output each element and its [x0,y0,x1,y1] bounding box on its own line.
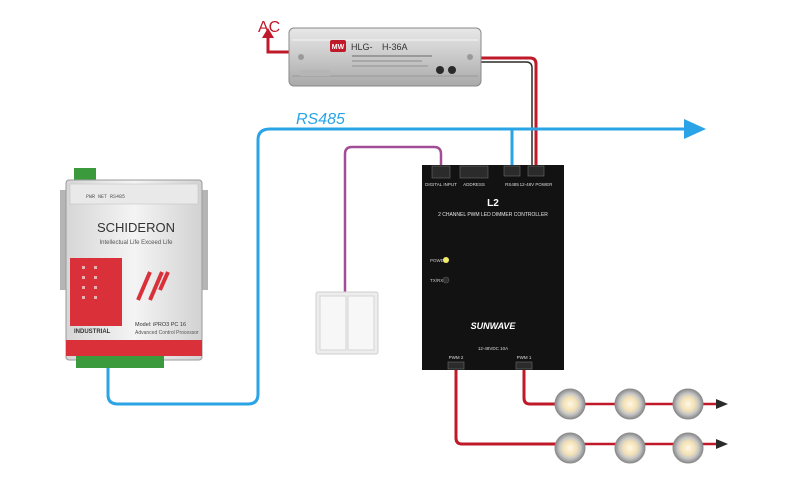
gateway-bottom-terminal [76,356,164,368]
psu-brand: MW [332,44,345,51]
output-wire-pwm2 [454,368,560,446]
port-digital-input-label: DIGITAL INPUT [425,182,457,187]
ac-arrow-icon [262,28,274,38]
port-rs485-label: RS485 [505,182,519,187]
controller-rating: 12-48VDC 10A [478,346,508,351]
ac-label: AC [258,19,280,36]
gateway-red-panel [70,258,122,326]
gateway-logo-icon [136,271,170,301]
led-power-label: POWER [430,258,448,263]
rs485-arrow-icon [684,119,706,139]
psu-power-wire [478,56,538,168]
gateway-subtitle: Advanced Control Processor [135,330,199,336]
psu-logo-icon [330,40,346,52]
svg-text:PWR NET RS485: PWR NET RS485 [86,194,125,200]
port-address [459,165,489,179]
led-spotlight-icon [554,432,586,464]
power-supply: MW HLG- H-36A [288,27,482,87]
led-strip-arrow-top-icon [716,399,728,409]
gateway-top-terminal [74,168,96,180]
dimmer-controller: DIGITAL INPUT ADDRESS RS485 12-48V POWER… [422,165,564,370]
output-port-pwm2 [447,361,465,370]
rs485-label: RS485 [296,111,345,128]
gateway-badge: INDUSTRIAL [74,329,111,335]
psu-adjust-knob-icon [436,66,444,74]
gateway-tagline: Intellectual Life Exceed Life [99,240,173,246]
controller-subtitle: 2 CHANNEL PWM LED DIMMER CONTROLLER [438,212,548,218]
led-spotlight-icon [672,388,704,420]
switch-rocker-right [347,295,375,351]
led-spotlight-icon [554,388,586,420]
led-strip-arrow-bottom-icon [716,439,728,449]
port-digital-input [431,165,451,179]
wall-switch [315,291,379,355]
psu-ground-wire [478,61,533,168]
port-rs485 [503,165,521,177]
output-wire-pwm1 [522,368,560,406]
port-power [527,165,545,177]
led-spotlight-icon [672,432,704,464]
rs485-bus-wire [106,127,686,406]
output-pwm2-label: PWM 2 [449,355,464,360]
port-power-label: 12-48V POWER [520,182,554,187]
ac-wire [266,36,289,54]
output-port-pwm1 [515,361,533,370]
output-pwm1-label: PWM 1 [517,355,532,360]
txrx-led-icon [442,276,450,284]
led-spotlight-icon [614,432,646,464]
switch-wire [343,145,443,292]
psu-model-suffix: H-36A [382,42,408,52]
switch-rocker-left [319,295,347,351]
led-spotlight-icon [614,388,646,420]
controller-brand: SUNWAVE [471,321,517,331]
port-address-label: ADDRESS [463,182,485,187]
psu-adjust-knob-2-icon [448,66,456,74]
led-txrx-label: TX/RX [430,278,443,283]
power-led-icon [443,257,449,263]
gateway-device: PWR NET RS485 SCHIDERON Intellectual Lif… [60,168,208,368]
psu-model-prefix: HLG- [351,42,373,52]
gateway-model: Model: iPRO3 PC 16 [135,322,186,328]
gateway-brand: SCHIDERON [97,220,175,235]
controller-title: L2 [487,198,499,209]
